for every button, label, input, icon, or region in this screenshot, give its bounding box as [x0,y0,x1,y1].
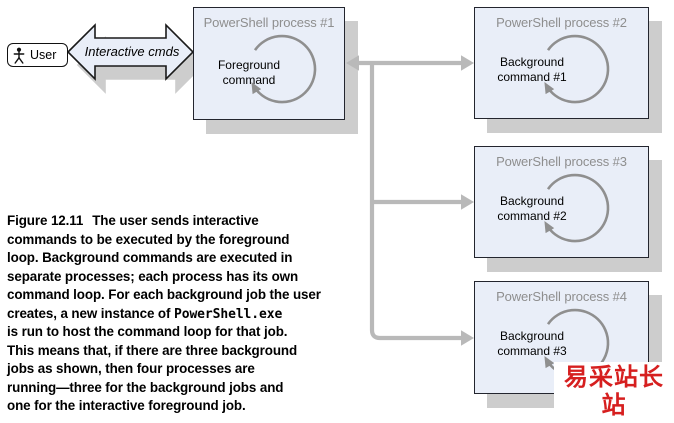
interactive-cmds-label: Interactive cmds [84,44,180,59]
command-line-1: Foreground [217,58,281,72]
caption-line: command loop. For each background job th… [7,287,321,302]
caption-line: separate processes; each process has its… [7,268,299,284]
process-box-3: PowerShell process #3 Background command… [474,146,649,258]
process-box-1: PowerShell process #1 Foreground command [193,7,345,120]
process-title: PowerShell process #2 [496,15,627,30]
command-line-2: command #3 [497,344,567,358]
process-command-label: Foreground command [194,58,304,88]
command-line-2: command #2 [497,209,567,223]
command-line-1: Background [499,329,565,343]
powershell-exe-code: PowerShell.exe [174,306,283,322]
figure-number: Figure 12.11 [7,213,84,228]
command-line-2: command [222,73,276,87]
user-box: User [7,43,68,67]
process-command-label: Background command #1 [475,55,589,85]
process-title: PowerShell process #4 [496,289,627,304]
user-label: User [30,48,57,62]
command-line-1: Background [499,194,565,208]
caption-line: jobs as shown, then four processes are [7,361,255,376]
command-line-2: command #1 [497,70,567,84]
process-title: PowerShell process #3 [496,154,627,169]
caption-text: The user sends interactive [92,213,259,228]
command-loop-icon [544,173,610,243]
caption-line: This means that, if there are three back… [7,342,298,358]
command-line-1: Background [499,55,565,69]
caption-line: Figure 12.11 The user sends interactive [7,212,321,231]
caption-line: loop. Background commands are executed i… [7,250,293,265]
user-stick-figure-icon [13,47,25,64]
command-loop-icon [251,34,317,104]
process-box-2: PowerShell process #2 Background command… [474,7,649,119]
command-loop-icon [544,34,610,104]
caption-line: running—three for the background jobs an… [7,379,284,395]
process-title: PowerShell process #1 [203,15,335,30]
process-command-label: Background command #3 [475,329,589,359]
caption-line: one for the interactive foreground job. [7,398,246,413]
caption-line: is run to host the command loop for that… [7,324,288,339]
process-command-label: Background command #2 [475,194,589,224]
caption-text: creates, a new instance of [7,305,174,321]
caption-line: commands to be executed by the foregroun… [7,231,290,247]
figure-caption: Figure 12.11 The user sends interactive c… [7,212,321,416]
watermark-brand: 易采站长站 [564,362,664,419]
watermark: 易采站长站 www.easck.com [554,362,674,423]
caption-line: creates, a new instance of PowerShell.ex… [7,305,321,324]
